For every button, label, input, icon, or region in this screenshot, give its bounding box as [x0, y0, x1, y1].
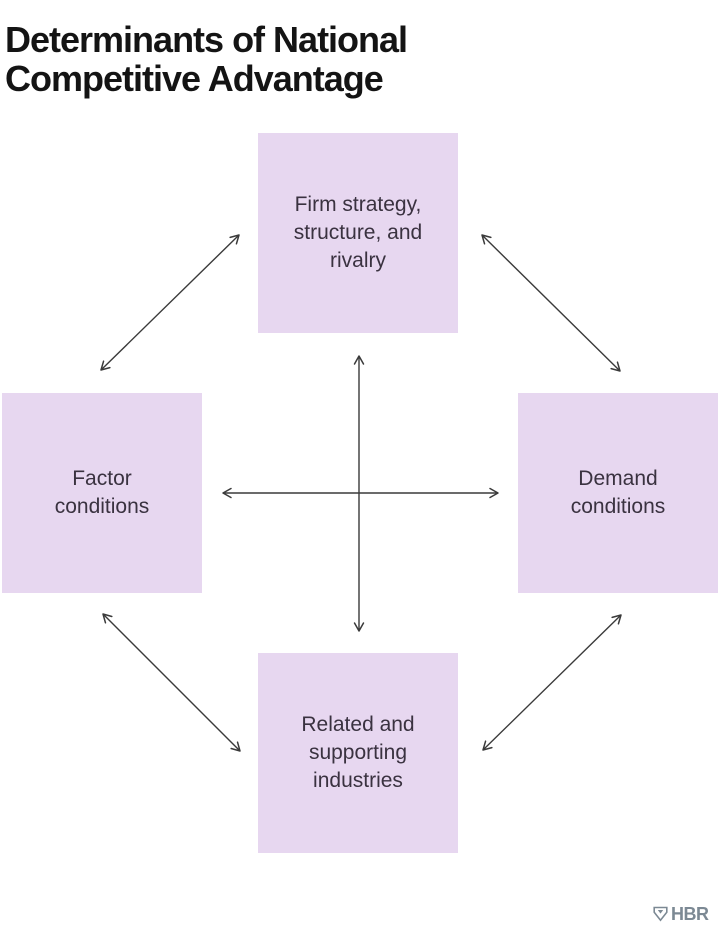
node-demand-conditions-label: Demand conditions	[570, 467, 666, 518]
hbr-shield-icon	[653, 906, 668, 922]
node-firm-strategy: Firm strategy, structure, and rivalry	[258, 133, 458, 333]
node-demand-conditions: Demand conditions	[518, 393, 718, 593]
hbr-logo-text: HBR	[671, 904, 709, 924]
node-firm-strategy-label: Firm strategy, structure, and rivalry	[293, 193, 423, 272]
page-title: Determinants of National Competitive Adv…	[5, 19, 408, 100]
node-related-industries-label: Related and supporting industries	[301, 713, 415, 792]
node-factor-conditions-label: Factor conditions	[54, 467, 150, 518]
arrow-strategy-demand	[481, 234, 621, 372]
arrow-factor-related	[102, 613, 241, 752]
arrow-demand-related	[482, 614, 622, 751]
arrow-strategy-factor	[100, 234, 240, 371]
hbr-logo: HBR	[653, 905, 709, 923]
node-related-industries: Related and supporting industries	[258, 653, 458, 853]
node-factor-conditions: Factor conditions	[2, 393, 202, 593]
